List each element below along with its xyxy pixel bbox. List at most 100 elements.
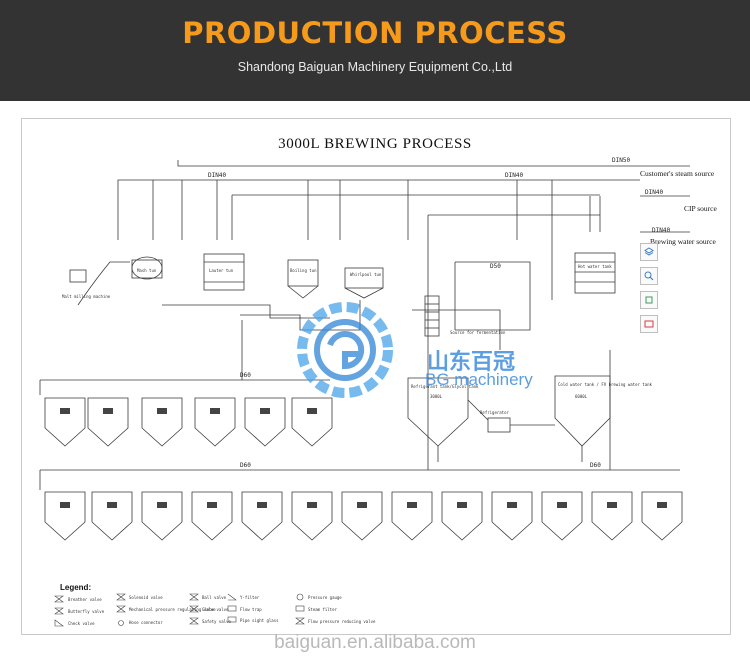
equipment-label: Hot water tank	[578, 264, 612, 269]
header-banner: PRODUCTION PROCESS Shandong Baiguan Mach…	[0, 0, 750, 101]
fermenter-tank	[87, 397, 129, 447]
zoom-icon[interactable]	[640, 267, 658, 285]
legend-item: Pressure gauge	[308, 595, 342, 600]
glycol-tank	[407, 377, 469, 447]
fermenter-tank	[191, 491, 233, 541]
legend-item: Check valve	[68, 621, 95, 626]
image-toolbar	[640, 243, 658, 339]
legend-item: Globe valve	[202, 607, 229, 612]
reducing-valve-icon	[295, 617, 305, 625]
equipment-label: Lauter tun	[209, 268, 234, 273]
legend-title: Legend:	[60, 583, 91, 592]
tank-valve	[103, 408, 113, 414]
fermenter-tank	[91, 491, 133, 541]
fermenter-tank	[141, 491, 183, 541]
diagram-title: 3000L BREWING PROCESS	[278, 136, 472, 152]
steam-filter-icon	[295, 605, 305, 612]
tank-valve	[157, 408, 167, 414]
legend-item: Hose connector	[129, 620, 163, 625]
hose-connector-icon	[118, 620, 124, 626]
fermenter-tank	[591, 491, 633, 541]
y-filter-icon	[227, 593, 237, 601]
boiling-tun	[287, 259, 319, 287]
legend-item: Butterfly valve	[68, 609, 105, 614]
legend-item: Steam filter	[308, 607, 337, 612]
flow-trap-icon	[227, 605, 237, 612]
tank-valve	[260, 408, 270, 414]
steam-main-line	[177, 160, 640, 167]
legend-item: Mechanical pressure regulating valve	[129, 607, 216, 612]
pipe-label: DIN40	[652, 227, 670, 234]
fermenter-tank	[491, 491, 533, 541]
butterfly-valve-icon	[54, 607, 64, 615]
breather-valve-icon	[54, 595, 64, 603]
fermenter-tank	[291, 397, 333, 447]
equipment-label: Refrigerant tank/Glycol tank	[411, 384, 479, 389]
fermenter-tank	[391, 491, 433, 541]
malt-mill	[69, 269, 87, 283]
water-source-label: Brewing water source	[650, 237, 716, 246]
pipe-label: DIN40	[505, 172, 523, 179]
company-name: Shandong Baiguan Machinery Equipment Co.…	[237, 60, 513, 74]
tank-valve	[60, 408, 70, 414]
tank-valve	[307, 408, 317, 414]
equipment-label: 6000L	[575, 394, 588, 399]
page-title: PRODUCTION PROCESS	[182, 16, 568, 50]
watermark-en: BG machinery	[425, 370, 533, 389]
pipe-label: D60	[590, 462, 601, 469]
equipment-label: Source for fermentation	[450, 330, 506, 335]
legend-item: Ball valve	[202, 595, 227, 600]
equipment-label: Whirlpool tun	[350, 272, 382, 277]
cip-source-label: CIP source	[684, 204, 718, 213]
fermenter-tank	[291, 491, 333, 541]
fermenter-tank	[541, 491, 583, 541]
screenshot-icon[interactable]	[640, 315, 658, 333]
equipment-label: Mash tun	[137, 268, 157, 273]
legend-item: Flow pressure reducing valve	[308, 619, 376, 624]
tank-valve	[210, 408, 220, 414]
fermenter-tank	[44, 397, 86, 447]
bg-logo-icon	[297, 302, 393, 398]
fermenter-tank	[44, 491, 86, 541]
legend-item: Solenoid valve	[129, 595, 163, 600]
fermenter-tank	[641, 491, 683, 541]
steam-source-label: Customer's steam source	[640, 169, 715, 178]
fermenter-tank	[241, 491, 283, 541]
refrigerator-unit	[487, 417, 511, 433]
malt-feed-hose	[77, 261, 130, 306]
legend-item: Pipe sight glass	[240, 618, 279, 623]
fermenter-tank	[341, 491, 383, 541]
cold-water-tank	[554, 375, 611, 447]
pipe-label: D60	[240, 372, 251, 379]
lauter-tun	[203, 253, 245, 291]
pressure-gauge-icon	[296, 593, 304, 601]
legend-item: Flow trap	[240, 607, 262, 612]
fermenter-tank	[441, 491, 483, 541]
solenoid-valve-icon	[116, 593, 126, 601]
legend-item: Breather valve	[68, 597, 102, 602]
check-valve-icon	[54, 619, 64, 627]
equipment-label: Cold water tank / FV brewing water tank	[558, 382, 653, 387]
layers-icon[interactable]	[640, 243, 658, 261]
pipe-label: DIN40	[208, 172, 226, 179]
fermenter-tank	[141, 397, 183, 447]
globe-valve-icon	[189, 605, 199, 613]
whirlpool-tun	[344, 267, 384, 289]
equipment-label: Boiling tun	[290, 268, 317, 273]
hot-water-tank	[574, 252, 616, 294]
pressure-regulating-valve-icon	[116, 605, 126, 613]
din40-header	[117, 179, 640, 240]
ball-valve-icon	[189, 593, 199, 601]
pipe-label: DIN40	[645, 189, 663, 196]
plate-heat-exchanger	[424, 295, 440, 337]
equipment-label: Refrigerator	[480, 410, 509, 415]
pipe-label: D50	[490, 263, 501, 270]
crop-icon[interactable]	[640, 291, 658, 309]
fermenter-tank	[194, 397, 236, 447]
watermark-cn: 山东百冠	[427, 350, 516, 375]
footer-url[interactable]: baiguan.en.alibaba.com	[274, 632, 476, 653]
safety-valve-icon	[189, 617, 199, 625]
fermenter-tank	[244, 397, 286, 447]
legend-item: Y-filter	[240, 595, 260, 600]
